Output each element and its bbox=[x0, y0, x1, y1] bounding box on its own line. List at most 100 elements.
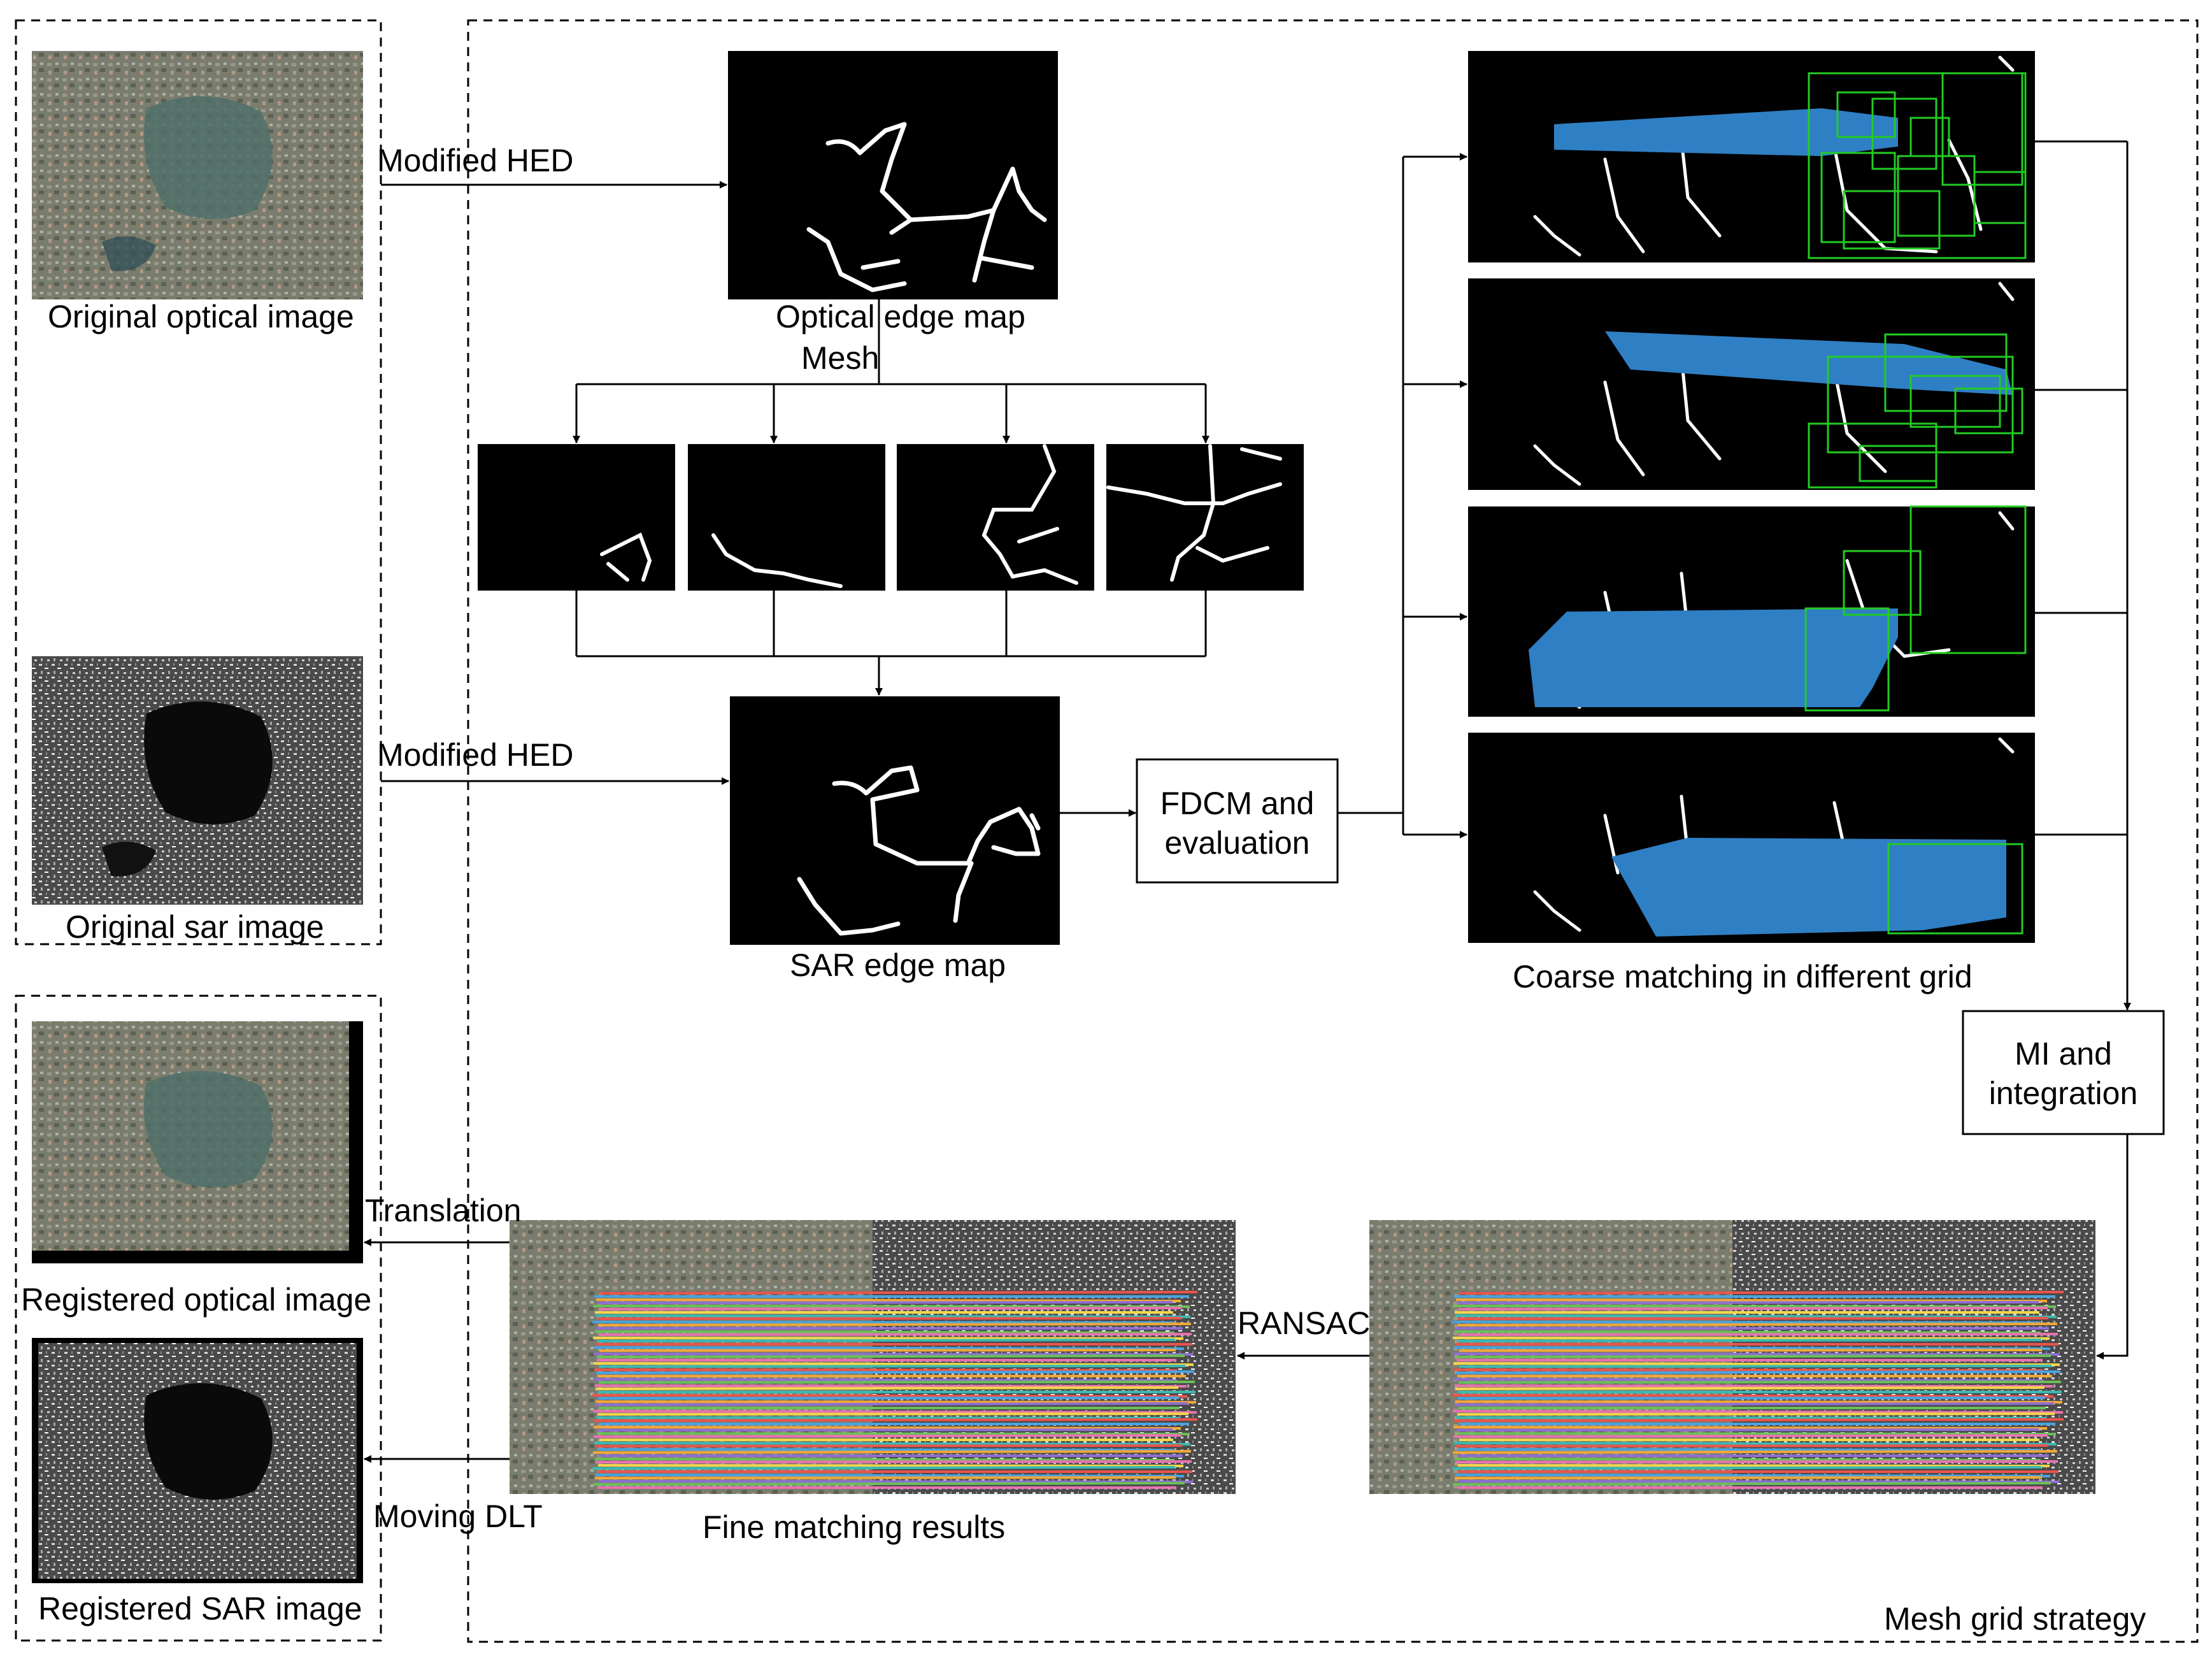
match-line bbox=[1459, 1291, 2064, 1295]
ransac-label: RANSAC bbox=[1238, 1305, 1371, 1341]
match-line bbox=[1454, 1458, 2041, 1462]
match-line bbox=[1457, 1301, 2039, 1304]
match-line bbox=[597, 1323, 1192, 1326]
fine-matching-caption: Fine matching results bbox=[703, 1509, 1006, 1545]
match-line bbox=[595, 1386, 1179, 1390]
mesh-label: Mesh bbox=[801, 340, 880, 376]
match-line bbox=[1457, 1339, 2042, 1342]
match-line bbox=[596, 1432, 1190, 1435]
match-line bbox=[1457, 1323, 2058, 1326]
mesh-tile-1 bbox=[478, 444, 675, 591]
match-line bbox=[598, 1307, 1182, 1311]
optical-image-caption: Original optical image bbox=[48, 299, 354, 334]
mesh-tile-2 bbox=[688, 444, 885, 591]
mi-box bbox=[1962, 1010, 2165, 1135]
match-line bbox=[592, 1410, 1197, 1414]
optical-edge-map-image bbox=[728, 51, 1058, 299]
match-line bbox=[597, 1317, 1183, 1320]
registered-optical-caption: Registered optical image bbox=[21, 1282, 372, 1318]
match-line bbox=[1452, 1378, 2044, 1382]
sar-edge-map-caption: SAR edge map bbox=[790, 947, 1006, 983]
match-line bbox=[1455, 1370, 2061, 1374]
match-line bbox=[1455, 1298, 2048, 1302]
mi-label: MI and integration bbox=[1988, 1036, 2138, 1111]
strategy-panel-title: Mesh grid strategy bbox=[1884, 1601, 2146, 1637]
moving-dlt-label: Moving DLT bbox=[373, 1498, 543, 1534]
match-line bbox=[596, 1354, 1185, 1358]
match-line bbox=[592, 1466, 1176, 1470]
match-line bbox=[1452, 1305, 2057, 1308]
input-panel bbox=[15, 19, 382, 945]
match-line bbox=[592, 1378, 1178, 1382]
match-line bbox=[595, 1314, 1191, 1318]
match-line bbox=[1457, 1464, 2050, 1467]
match-line bbox=[1456, 1354, 2051, 1358]
match-line bbox=[1454, 1476, 2043, 1479]
fdcm-label: FDCM and evaluation bbox=[1160, 786, 1315, 861]
match-line bbox=[596, 1370, 1195, 1374]
coarse-match-grid-3 bbox=[1468, 505, 2035, 717]
match-line bbox=[598, 1333, 1192, 1336]
match-line bbox=[1452, 1337, 2050, 1340]
registered-sar-image bbox=[32, 1338, 363, 1583]
mesh-tile-4 bbox=[1106, 444, 1304, 591]
strategy-panel bbox=[467, 19, 2199, 1643]
registered-optical-image bbox=[32, 1021, 363, 1263]
match-line bbox=[594, 1458, 1175, 1462]
sar-image-caption: Original sar image bbox=[66, 909, 324, 945]
match-line bbox=[1457, 1448, 2041, 1451]
match-line bbox=[1454, 1402, 2055, 1406]
match-line bbox=[1452, 1466, 2042, 1470]
match-line bbox=[1453, 1418, 2064, 1422]
match-line bbox=[592, 1321, 1174, 1324]
match-line bbox=[594, 1346, 1185, 1350]
match-line bbox=[592, 1305, 1190, 1308]
match-line bbox=[594, 1402, 1188, 1406]
original-sar-image bbox=[32, 656, 363, 905]
match-line bbox=[1453, 1362, 2060, 1366]
mesh-tile-3 bbox=[897, 444, 1094, 591]
match-line bbox=[1452, 1321, 2041, 1324]
match-line bbox=[596, 1298, 1181, 1302]
match-line bbox=[597, 1301, 1173, 1304]
sar-edge-map-image bbox=[730, 696, 1060, 945]
ransac-input-image bbox=[1369, 1220, 2095, 1494]
modified-hed-optical-label: Modified HED bbox=[377, 143, 574, 178]
original-optical-image bbox=[32, 51, 363, 299]
match-line bbox=[1455, 1386, 2045, 1390]
coarse-match-grid-4 bbox=[1468, 733, 2035, 943]
match-line bbox=[592, 1450, 1192, 1454]
coarse-matching-caption: Coarse matching in different grid bbox=[1513, 959, 1973, 995]
match-line bbox=[599, 1291, 1198, 1295]
match-line bbox=[599, 1365, 1186, 1368]
match-line bbox=[597, 1464, 1184, 1467]
match-line bbox=[597, 1448, 1174, 1451]
match-line bbox=[1457, 1317, 2049, 1320]
match-line bbox=[1455, 1314, 2057, 1318]
match-line bbox=[597, 1339, 1176, 1342]
match-line bbox=[592, 1482, 1185, 1486]
match-line bbox=[1453, 1426, 2048, 1430]
match-line bbox=[594, 1476, 1176, 1479]
fine-matching-image bbox=[510, 1220, 1236, 1494]
match-line bbox=[595, 1474, 1185, 1477]
match-line bbox=[593, 1426, 1181, 1430]
match-line bbox=[1458, 1307, 2048, 1311]
match-line bbox=[1459, 1349, 2043, 1352]
match-line bbox=[1458, 1333, 2059, 1336]
match-line bbox=[594, 1330, 1175, 1334]
match-line bbox=[1455, 1474, 2051, 1477]
match-line bbox=[1458, 1480, 2060, 1483]
match-line bbox=[592, 1337, 1184, 1340]
coarse-match-grid-1 bbox=[1468, 51, 2035, 262]
match-line bbox=[1459, 1365, 2052, 1368]
match-line bbox=[1453, 1346, 2051, 1350]
optical-edge-map-caption: Optical edge map bbox=[776, 299, 1025, 334]
arrow-mi-to-ransac bbox=[2096, 1134, 2129, 1360]
match-line bbox=[598, 1480, 1194, 1483]
match-line bbox=[593, 1362, 1194, 1366]
fdcm-box bbox=[1136, 758, 1339, 884]
match-line bbox=[1456, 1432, 2057, 1435]
registered-sar-caption: Registered SAR image bbox=[38, 1591, 362, 1627]
